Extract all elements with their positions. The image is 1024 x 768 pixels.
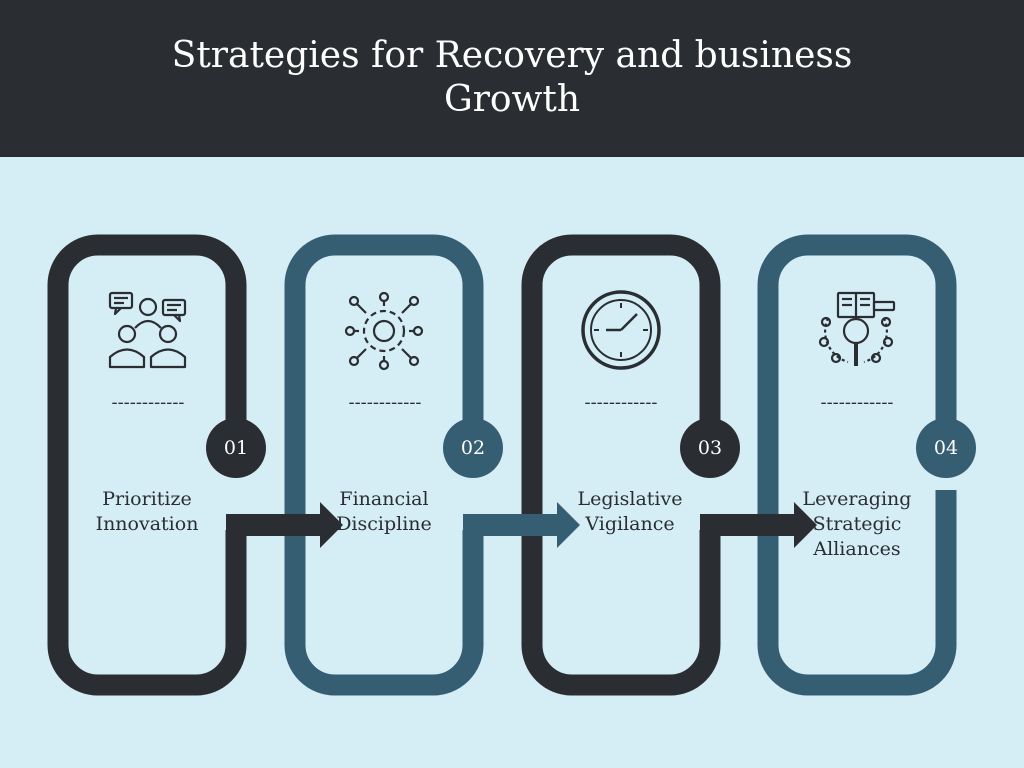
step-1-label-line-2: Innovation — [95, 513, 199, 535]
step-3-label: Legislative Vigilance — [540, 487, 720, 537]
step-4-track — [757, 234, 957, 696]
step-4-label-line-1: Leveraging — [802, 488, 912, 510]
step-4-divider: ------------ — [821, 392, 894, 413]
step-4-label-line-2: Strategic — [812, 513, 902, 535]
step-1-label: Prioritize Innovation — [57, 487, 237, 537]
title-line-1: Strategies for Recovery and business — [171, 35, 853, 76]
step-3-number-badge: 03 — [680, 418, 740, 478]
step-4-number-badge: 04 — [916, 418, 976, 478]
step-2-label-line-1: Financial — [339, 488, 429, 510]
team-discussion-icon — [108, 291, 187, 369]
step-2-label: Financial Discipline — [294, 487, 474, 537]
step-2-divider: ------------ — [349, 392, 422, 413]
step-3-label-line-1: Legislative — [577, 488, 683, 510]
title-line-2: Growth — [443, 79, 581, 120]
step-2-number-badge: 02 — [443, 418, 503, 478]
step-1-divider: ------------ — [112, 392, 185, 413]
header-bar: Strategies for Recovery and business Gro… — [0, 0, 1024, 157]
step-2-track — [284, 234, 484, 696]
step-2-label-line-2: Discipline — [336, 513, 432, 535]
step-4-label-line-3: Alliances — [813, 538, 901, 560]
step-4-label: Leveraging Strategic Alliances — [767, 487, 947, 562]
gear-network-icon — [344, 291, 424, 371]
step-1-track — [47, 234, 247, 696]
step-3-track — [521, 234, 721, 696]
arrow-3-to-4 — [700, 502, 817, 548]
step-1-label-line-1: Prioritize — [102, 488, 192, 510]
arrow-2-to-3 — [463, 502, 580, 548]
step-1-number-badge: 01 — [206, 418, 266, 478]
research-network-icon — [818, 291, 896, 366]
process-diagram: ------------ ------------ ------------ -… — [47, 234, 957, 696]
arrow-1-to-2 — [226, 502, 343, 548]
step-3-divider: ------------ — [585, 392, 658, 413]
page-title: Strategies for Recovery and business Gro… — [0, 34, 1024, 122]
clock-icon — [581, 290, 661, 370]
step-3-label-line-2: Vigilance — [585, 513, 675, 535]
